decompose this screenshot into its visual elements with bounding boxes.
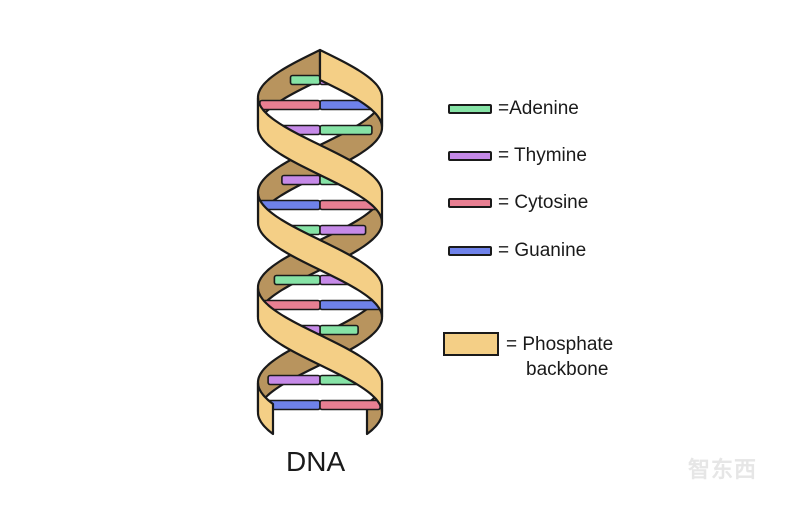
strand-b-front-segment-0 <box>256 96 384 224</box>
diagram-title: DNA <box>286 446 346 477</box>
cytosine-label: = Cytosine <box>498 192 589 213</box>
thymine-swatch <box>448 151 492 161</box>
base-cytosine-13-1 <box>319 399 381 411</box>
base-adenine-10-0 <box>319 324 359 336</box>
base-adenine-0-1 <box>289 74 321 86</box>
legend-adenine: =Adenine <box>448 98 579 120</box>
adenine-swatch <box>448 104 492 114</box>
strand-a-front-segment-0 <box>318 48 384 128</box>
base-thymine-4-0 <box>281 174 321 186</box>
front-backbone-strand <box>256 48 384 436</box>
watermark-logo: 智东西 <box>688 457 758 482</box>
guanine-label: = Guanine <box>498 240 587 261</box>
legend-guanine: = Guanine <box>448 240 586 262</box>
strand-a-front-segment-1 <box>257 192 384 319</box>
base-adenine-8-1 <box>273 274 321 286</box>
backbone-label-line1: = Phosphate <box>506 334 614 355</box>
base-cytosine-1-1 <box>259 99 321 111</box>
base-adenine-2-0 <box>319 124 373 136</box>
guanine-swatch <box>448 246 492 256</box>
legend-thymine: = Thymine <box>448 145 587 167</box>
thymine-label: = Thymine <box>498 145 587 166</box>
backbone-label-line2: backbone <box>526 359 609 380</box>
strand-b-front-segment-1 <box>256 287 384 413</box>
legend-phosphate-backbone: = Phosphate backbone <box>443 332 613 382</box>
legend-cytosine: = Cytosine <box>448 192 588 214</box>
adenine-label: =Adenine <box>498 98 579 119</box>
backbone-label: = Phosphate backbone <box>506 332 613 382</box>
cytosine-swatch <box>448 198 492 208</box>
strand-a-front-segment-2 <box>256 381 275 436</box>
backbone-swatch <box>443 332 499 356</box>
base-thymine-6-1 <box>319 224 367 236</box>
base-thymine-12-0 <box>267 374 321 386</box>
